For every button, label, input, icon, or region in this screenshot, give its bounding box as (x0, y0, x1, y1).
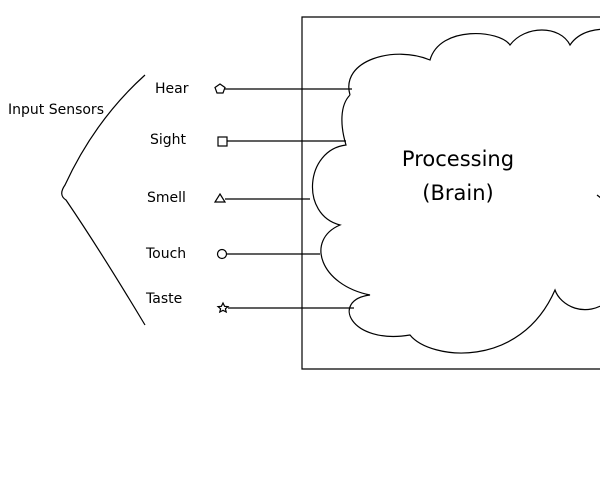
triangle-icon (213, 192, 227, 203)
sensor-label-touch: Touch (145, 246, 186, 262)
circle-icon (216, 248, 228, 260)
processing-label: Processing (402, 147, 514, 171)
brain-cloud (311, 28, 600, 354)
brain-label: (Brain) (422, 181, 493, 205)
input-sensors-label: Input Sensors (8, 102, 104, 118)
sensor-label-hear: Hear (155, 81, 189, 97)
star-icon (216, 301, 230, 314)
sensor-label-smell: Smell (147, 190, 186, 206)
brace-bracket (61, 74, 146, 326)
pentagon-icon (214, 83, 226, 94)
square-icon (217, 136, 228, 147)
processor-box (301, 16, 600, 370)
sensor-label-taste: Taste (145, 291, 182, 307)
sensor-label-sight: Sight (150, 132, 187, 148)
